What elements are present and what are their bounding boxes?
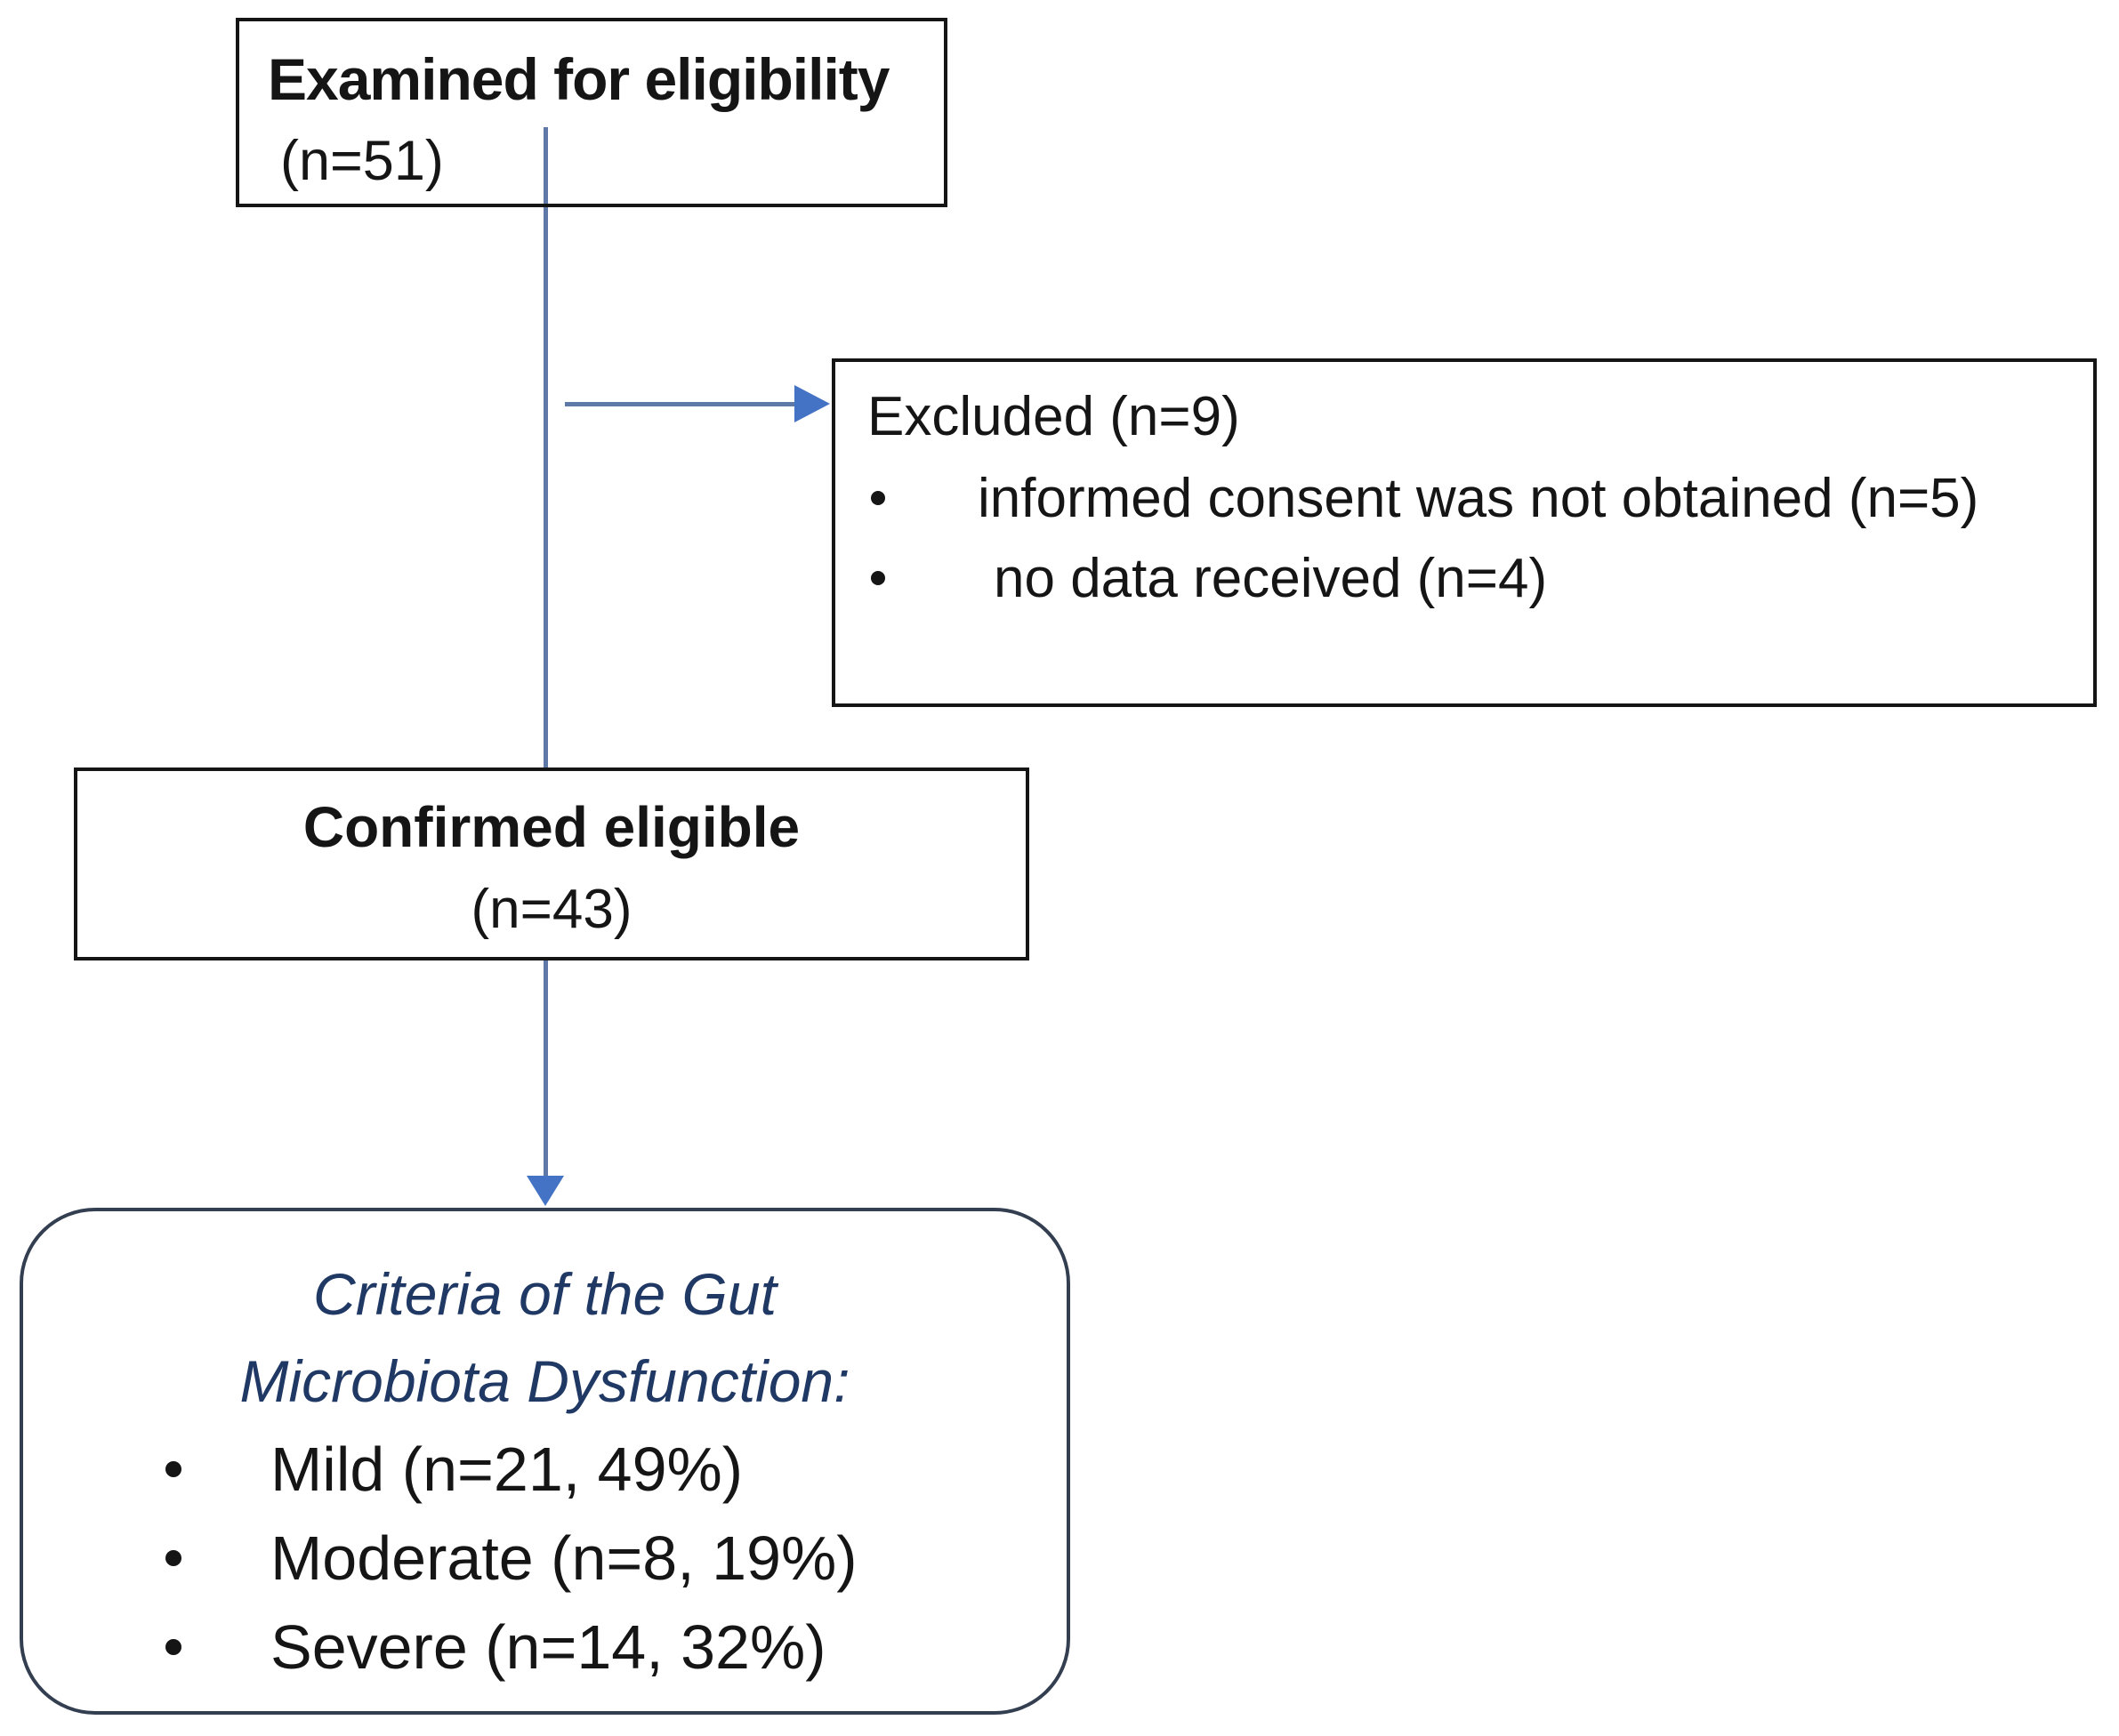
confirmed-title: Confirmed eligible: [302, 795, 801, 859]
arrowhead-down-icon: [527, 1176, 564, 1206]
excluded-title: Excluded (n=9): [867, 386, 1240, 447]
connector-vertical-upper: [544, 127, 548, 768]
criteria-bullet-row: Mild (n=21, 49%): [23, 1425, 1067, 1514]
arrowhead-right-icon: [794, 385, 830, 422]
node-confirmed-eligible: Confirmed eligible (n=43): [74, 768, 1029, 960]
criteria-bullet-text: Mild (n=21, 49%): [270, 1435, 744, 1504]
bullet-dot-icon: [165, 1461, 181, 1477]
node-criteria-gut-microbiota-dysfunction: Criteria of the Gut Microbiota Dysfuncti…: [20, 1208, 1070, 1715]
criteria-title-line1: Criteria of the Gut: [313, 1261, 777, 1327]
excluded-bullet-row: informed consent was not obtained (n=5): [867, 458, 2093, 538]
criteria-title-line2: Microbiota Dysfunction:: [239, 1348, 850, 1414]
criteria-bullet-row: Severe (n=14, 32%): [23, 1603, 1067, 1692]
bullet-dot-icon: [165, 1639, 181, 1655]
node-excluded: Excluded (n=9) informed consent was not …: [832, 358, 2097, 707]
bullet-dot-icon: [165, 1550, 181, 1566]
node-examined-for-eligibility: Examined for eligibility (n=51): [236, 18, 947, 207]
examined-title: Examined for eligibility: [268, 46, 890, 112]
criteria-bullet-text: Moderate (n=8, 19%): [270, 1523, 858, 1593]
bullet-dot-icon: [871, 491, 885, 505]
bullet-dot-icon: [871, 571, 885, 585]
criteria-bullet-text: Severe (n=14, 32%): [270, 1612, 826, 1682]
excluded-bullet-text: informed consent was not obtained (n=5): [978, 467, 1979, 529]
excluded-bullet-text: no data received (n=4): [994, 547, 1548, 609]
connector-horizontal: [565, 402, 794, 406]
confirmed-count: (n=43): [471, 879, 632, 940]
connector-vertical-lower: [544, 960, 548, 1178]
excluded-bullet-row: no data received (n=4): [867, 538, 2093, 618]
criteria-bullet-row: Moderate (n=8, 19%): [23, 1514, 1067, 1603]
examined-count: (n=51): [280, 130, 444, 192]
